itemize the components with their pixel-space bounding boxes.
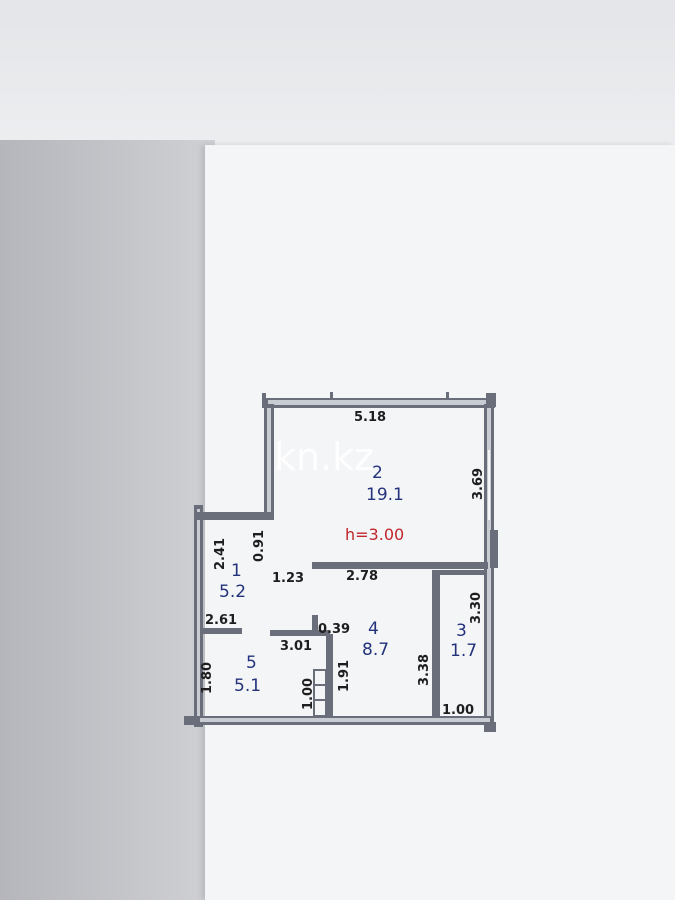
dim-top-width: 5.18 bbox=[354, 410, 386, 425]
ceiling-height-label: h=3.00 bbox=[345, 525, 404, 544]
room-2-area: 19.1 bbox=[366, 485, 404, 505]
room-1-number: 1 bbox=[231, 561, 242, 581]
walls bbox=[184, 392, 498, 732]
wall-tick bbox=[484, 722, 496, 732]
wall-partition-small bbox=[312, 615, 318, 635]
door-right bbox=[490, 530, 498, 568]
dim-corridor-height: 1.91 bbox=[337, 660, 352, 692]
wall-top-inner bbox=[268, 400, 490, 405]
room-1-area: 5.2 bbox=[219, 582, 246, 602]
dim-room5-height: 1.80 bbox=[200, 662, 215, 694]
wall-room3-top bbox=[432, 570, 484, 575]
window-right bbox=[488, 450, 490, 520]
wall-tick bbox=[184, 716, 194, 725]
room-2-number: 2 bbox=[372, 463, 383, 483]
wall-room5-right bbox=[326, 634, 333, 718]
wall-tick bbox=[262, 393, 266, 407]
dim-corridor-left: 1.23 bbox=[272, 571, 304, 586]
shadow-area bbox=[0, 140, 215, 900]
wall-room1-top bbox=[194, 512, 272, 520]
dim-room3-height: 3.30 bbox=[469, 592, 484, 624]
dim-small-100: 1.00 bbox=[301, 678, 316, 710]
dim-room1-width: 2.61 bbox=[205, 613, 237, 628]
wall-room1-bottom bbox=[200, 628, 242, 634]
dim-bottom-100: 1.00 bbox=[442, 703, 474, 718]
dim-partition-039: 0.39 bbox=[318, 622, 350, 637]
wall-room2-bottom bbox=[312, 562, 488, 569]
dimension-labels: 5.18 3.69 2.41 0.91 1.23 2.78 3.30 2.61 … bbox=[200, 410, 486, 718]
wall-room3-left bbox=[432, 570, 440, 718]
dim-room2-right: 3.69 bbox=[471, 468, 486, 500]
paper-sheet bbox=[205, 145, 675, 900]
room-5-area: 5.1 bbox=[234, 676, 261, 696]
room-labels: 2 19.1 h=3.00 1 5.2 4 8.7 3 1.7 5 5.1 bbox=[219, 463, 477, 696]
room-3-area: 1.7 bbox=[450, 641, 477, 661]
vent-block bbox=[313, 669, 327, 717]
room-5-number: 5 bbox=[246, 653, 257, 673]
dim-partition-091: 0.91 bbox=[252, 530, 267, 562]
wall-tick bbox=[486, 393, 496, 407]
wall-bottom-inner bbox=[200, 718, 490, 722]
wall-tick bbox=[330, 392, 333, 400]
background-sheet bbox=[0, 0, 675, 150]
wall-room2-left-inner bbox=[267, 408, 271, 516]
room-4-number: 4 bbox=[368, 619, 379, 639]
wall-right-inner bbox=[487, 408, 491, 722]
dim-room1-height: 2.41 bbox=[213, 538, 228, 570]
dim-room5-width: 3.01 bbox=[280, 639, 312, 654]
wall-left-inner bbox=[197, 509, 200, 723]
wall-tick bbox=[446, 392, 449, 400]
watermark-logo: kn.kz bbox=[274, 435, 374, 479]
wall-room5-top bbox=[270, 630, 330, 636]
room-3-number: 3 bbox=[456, 621, 467, 641]
dim-room3-left: 3.38 bbox=[417, 654, 432, 686]
room-4-area: 8.7 bbox=[362, 640, 389, 660]
dim-corridor-right: 2.78 bbox=[346, 569, 378, 584]
